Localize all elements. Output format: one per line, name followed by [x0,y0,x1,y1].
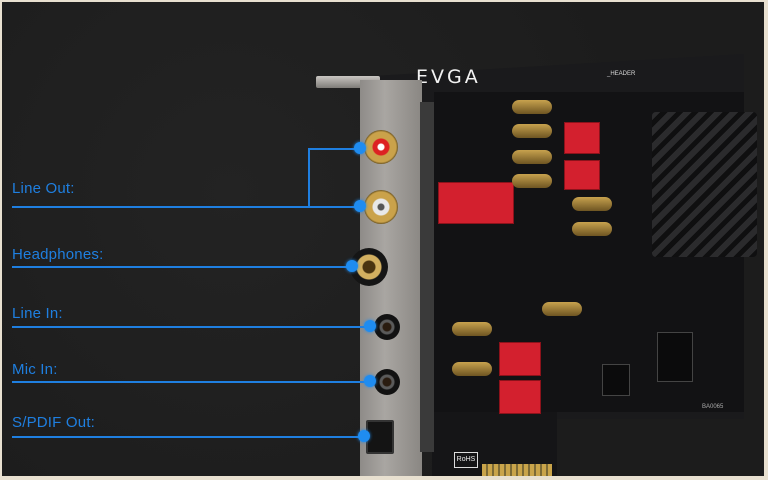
rohs-badge: RoHS [454,452,478,468]
red-capacitor [499,380,541,414]
callout-label-headphones: Headphones: [12,246,104,263]
callout-line-line-out-top [308,148,360,150]
capacitor [512,174,552,188]
red-capacitor [499,342,541,376]
callout-line-line-out [12,206,360,208]
capacitor [452,362,492,376]
header-silkscreen: _HEADER [607,71,636,77]
mic-in-jack [374,369,400,395]
callout-line-spdif-out [12,436,364,438]
capacitor [512,124,552,138]
callout-label-line-out: Line Out: [12,180,75,197]
callout-label-mic-in: Mic In: [12,361,58,378]
red-capacitor [564,122,600,154]
callout-label-spdif-out: S/PDIF Out: [12,414,96,431]
callout-line-line-out-branch [308,148,310,208]
capacitor [512,150,552,164]
capacitor [572,222,612,236]
callout-label-line-in: Line In: [12,305,63,322]
capacitor [542,302,582,316]
callout-dot-mic-in [364,375,376,387]
heatsink [652,112,757,257]
dsp-chip [657,332,693,382]
callout-dot-line-out-red [354,142,366,154]
capacitor [572,197,612,211]
brand-logo: EVGA [416,66,481,88]
callout-line-mic-in [12,381,370,383]
pcie-gold-fingers [482,464,552,476]
board-id: BA0065 [702,404,724,410]
line-out-red-rca-jack [364,130,398,164]
callout-line-headphones [12,266,352,268]
product-canvas: EVGA _HEADER RoHS BA0065 Line Out: Headp… [2,2,764,476]
callout-dot-headphones [346,260,358,272]
red-capacitor [438,182,514,224]
callout-dot-spdif-out [358,430,370,442]
callout-line-line-in [12,326,370,328]
bracket-edge [420,102,434,452]
callout-dot-line-out-white [354,200,366,212]
spdif-optical-port [366,420,394,454]
line-in-jack [374,314,400,340]
ic-chip [602,364,630,396]
capacitor [512,100,552,114]
line-out-white-rca-jack [364,190,398,224]
callout-dot-line-in [364,320,376,332]
red-capacitor [564,160,600,190]
capacitor [452,322,492,336]
